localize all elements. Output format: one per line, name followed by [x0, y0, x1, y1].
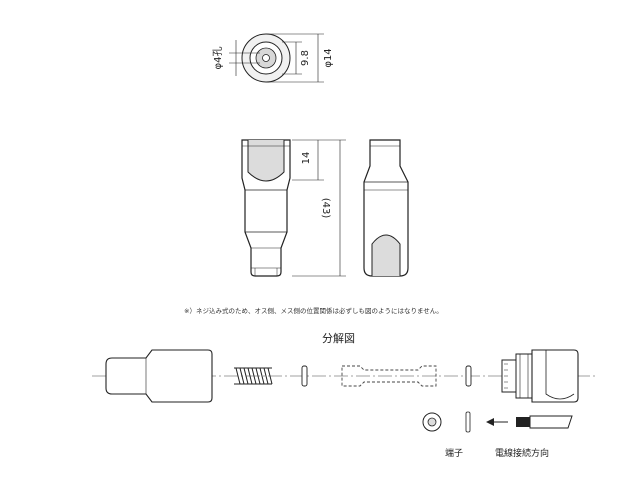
hole-dim-label: φ4孔	[212, 47, 224, 70]
arrow-head-icon	[486, 418, 494, 426]
inner-dia-label: 9.8	[300, 50, 311, 66]
front-view: 14 (43)	[241, 139, 346, 277]
wire-direction-label: 電線接続方向	[495, 447, 549, 459]
outer-dia-label: φ14	[323, 48, 334, 67]
exploded-title: 分解図	[322, 331, 355, 345]
washer-right	[465, 365, 472, 387]
wire-core	[516, 417, 530, 427]
front-cutout	[247, 140, 285, 182]
side-cutout	[371, 234, 401, 276]
wire-jacket	[529, 415, 573, 429]
head-length-label: 14	[301, 152, 312, 165]
terminal-inner	[427, 417, 437, 427]
side-view	[363, 139, 409, 277]
terminal-side	[465, 411, 471, 433]
hole-circle	[262, 54, 270, 62]
female-housing	[105, 349, 213, 403]
note-text: ※）ネジ込み式のため、オス側、メス側の位置関係は必ずしも図のようにはなりません。	[184, 306, 443, 315]
exploded-view	[92, 349, 596, 433]
hidden-tube	[341, 365, 437, 387]
terminal-label: 端子	[445, 447, 463, 459]
spring	[234, 367, 273, 385]
top-view: φ4孔 9.8 φ14	[212, 33, 334, 83]
washer-left	[301, 365, 308, 387]
total-length-label: (43)	[320, 198, 331, 219]
male-housing	[501, 349, 579, 403]
